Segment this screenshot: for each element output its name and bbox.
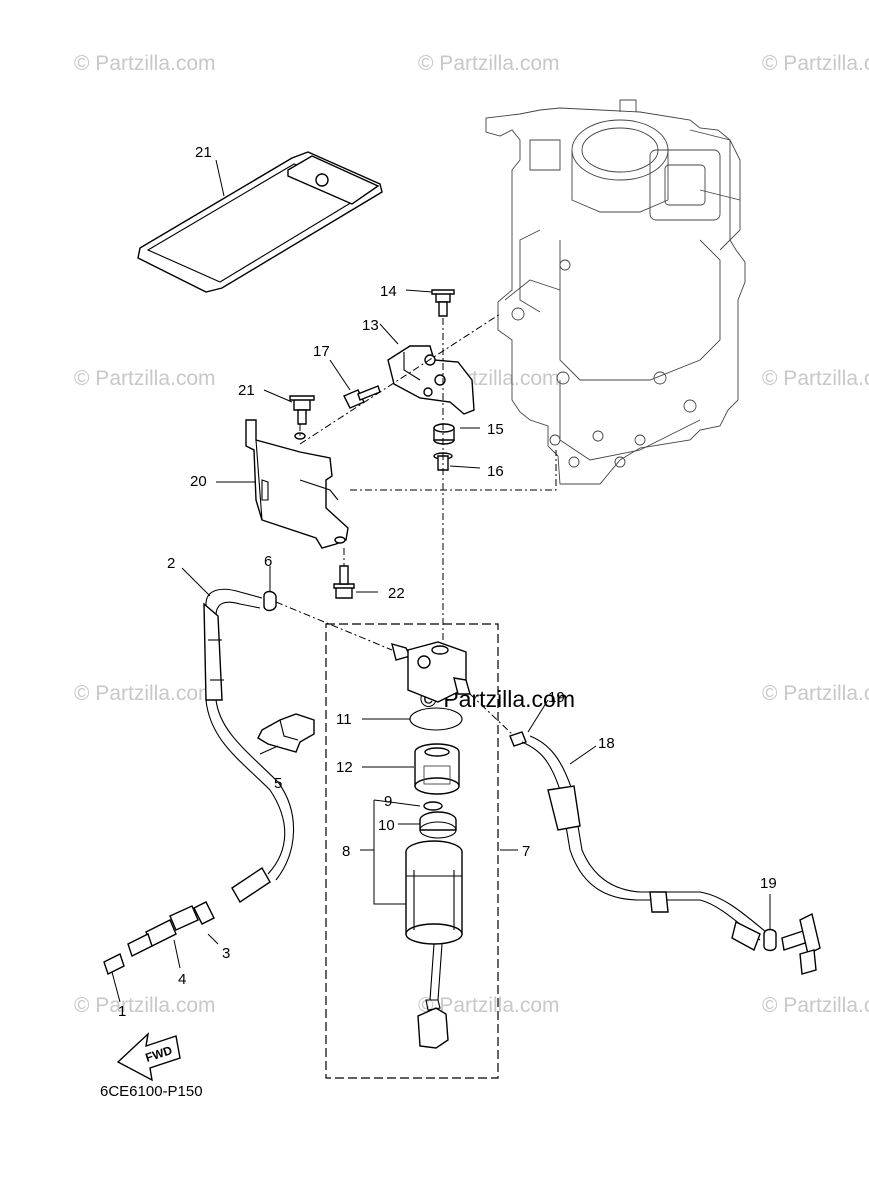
- watermark: © Partzilla.com: [762, 367, 869, 390]
- part-21-bolt-lower: [333, 565, 355, 599]
- watermark: © Partzilla.com: [74, 367, 216, 390]
- diagram-code: 6CE6100-P150: [100, 1083, 203, 1100]
- part-10-float: [419, 811, 457, 839]
- callout-3: 3: [222, 945, 230, 962]
- watermarks: © Partzilla.com © Partzilla.com © Partzi…: [74, 52, 869, 1017]
- callout-11: 11: [336, 711, 352, 728]
- callout-17: 17: [313, 343, 330, 360]
- callout-19: 19: [760, 875, 777, 892]
- part-7-box: [325, 623, 499, 1079]
- callout-13: 13: [362, 317, 379, 334]
- part-21-bolt-upper: [289, 395, 315, 425]
- callout-19: 19: [548, 689, 565, 706]
- callout-7: 7: [522, 843, 530, 860]
- t-joint: [781, 912, 821, 975]
- part-19-clip-upper: [509, 731, 527, 747]
- part-8-cup: [405, 840, 463, 1049]
- watermark: © Partzilla.com: [762, 52, 869, 75]
- part-6-clip: [263, 590, 277, 612]
- part-12-element: [414, 743, 460, 795]
- part-20-filter-bracket: [245, 419, 349, 549]
- fwd-arrow: FWD: [116, 1032, 181, 1082]
- part-22-gasket: [137, 151, 383, 293]
- part-9-clip: [423, 801, 443, 811]
- part-15-grommet: [433, 423, 455, 445]
- callout-15: 15: [487, 421, 504, 438]
- part-14-bolt: [431, 289, 455, 317]
- filter-head: [391, 641, 471, 703]
- watermark: © Partzilla.com: [418, 52, 560, 75]
- callout-8: 8: [342, 843, 350, 860]
- watermark: © Partzilla.com: [74, 994, 216, 1017]
- engine-block: [485, 99, 746, 485]
- callout-6: 6: [264, 553, 272, 570]
- callout-1: 1: [118, 1003, 126, 1020]
- watermark: © Partzilla.com: [762, 682, 869, 705]
- callout-20: 20: [190, 473, 207, 490]
- watermark: © Partzilla.com: [762, 994, 869, 1017]
- part-connector-assembly: [103, 867, 271, 975]
- watermark: © Partzilla.com: [418, 994, 560, 1017]
- callout-2: 2: [167, 555, 175, 572]
- assembly-lines: [275, 313, 557, 735]
- callouts: 21 14 13 17 21 15 16 20 22 2 6 19 18 11 …: [118, 144, 777, 1020]
- callout-22: 21: [195, 144, 212, 161]
- callout-10: 10: [378, 817, 395, 834]
- part-5-holder: [257, 713, 315, 753]
- callout-21: 21: [238, 382, 255, 399]
- part-13-bracket: [387, 345, 475, 415]
- callout-21: 22: [388, 585, 405, 602]
- callout-12: 12: [336, 759, 353, 776]
- watermark: © Partzilla.com: [74, 52, 216, 75]
- callout-16: 16: [487, 463, 504, 480]
- watermark: © Partzilla.com: [74, 682, 216, 705]
- callout-5: 5: [274, 775, 282, 792]
- callout-4: 4: [178, 971, 186, 988]
- part-18-hose: [521, 735, 767, 952]
- callout-18: 18: [598, 735, 615, 752]
- part-2-hose: [203, 588, 295, 881]
- part-19-clip-lower: [763, 928, 777, 952]
- leader-lines: [111, 159, 771, 1003]
- callout-14: 14: [380, 283, 397, 300]
- callout-9: 9: [384, 793, 392, 810]
